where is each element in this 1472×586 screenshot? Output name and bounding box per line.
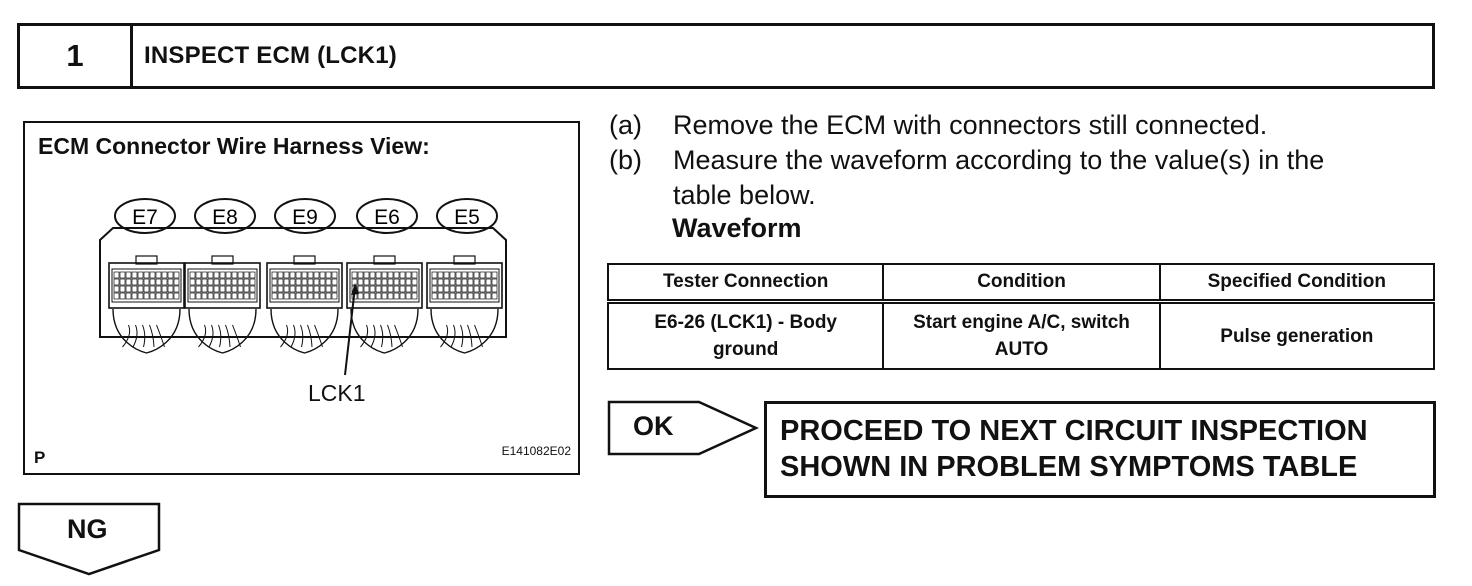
connector-e8-face — [187, 268, 258, 303]
connector-e6-block — [346, 262, 423, 309]
connector-e8-latch — [211, 255, 234, 265]
ok-label: OK — [633, 411, 674, 441]
connector-e8-pins — [189, 271, 256, 300]
connector-e5-face — [429, 268, 500, 303]
connector-e6-latch — [373, 255, 396, 265]
connector-e8-harness — [188, 308, 257, 354]
ok-result-line2: SHOWN IN PROBLEM SYMPTOMS TABLE — [780, 451, 1358, 483]
instruction-a: (a) Remove the ECM with connectors still … — [609, 108, 1267, 143]
connector-e7-oval — [114, 198, 176, 234]
connector-e9-face — [269, 268, 340, 303]
connector-e6-wires — [360, 324, 403, 348]
instruction-a-text: Remove the ECM with connectors still con… — [673, 110, 1268, 140]
connector-e6-pins — [351, 271, 418, 300]
connector-e6-label: E6 — [374, 206, 400, 229]
ecm-connector-drawing: E7 E8 E9 E6 E5 — [99, 198, 507, 376]
lck1-pointer-line — [344, 286, 356, 376]
connector-e7-latch — [135, 255, 158, 265]
lck1-label: LCK1 — [308, 380, 366, 406]
cell-condition: Start engine A/C, switch AUTO — [882, 300, 1161, 370]
connector-e9-block — [266, 262, 343, 309]
cell-tester-connection-line2: ground — [712, 339, 779, 360]
connector-e9-label: E9 — [292, 206, 318, 229]
connector-e8-oval — [194, 198, 256, 234]
connector-e7-face — [111, 268, 182, 303]
connector-e6-harness — [350, 308, 419, 354]
connector-e5-wires — [440, 324, 483, 348]
cell-tester-connection-line1: E6-26 (LCK1) - Body — [654, 312, 837, 333]
connector-e6-face — [349, 268, 420, 303]
connector-e9-wires — [280, 324, 323, 348]
connector-e7-pins — [113, 271, 180, 300]
step-title: INSPECT ECM (LCK1) — [144, 42, 397, 69]
connector-e9-latch — [293, 255, 316, 265]
connector-e8-block — [184, 262, 261, 309]
connector-e7-label: E7 — [132, 206, 158, 229]
ng-label: NG — [67, 514, 108, 544]
connector-e5-pins — [431, 271, 498, 300]
ok-result-line1: PROCEED TO NEXT CIRCUIT INSPECTION — [780, 415, 1368, 447]
instruction-b-text-line1: Measure the waveform according to the va… — [673, 145, 1325, 175]
illustration-title: ECM Connector Wire Harness View: — [38, 133, 430, 159]
step-header: 1 INSPECT ECM (LCK1) — [17, 23, 1435, 89]
lck1-pointer-arrowhead — [351, 283, 359, 295]
table-header-row: Tester Connection Condition Specified Co… — [606, 263, 1436, 304]
cell-specified-condition: Pulse generation — [1158, 300, 1436, 370]
cell-tester-connection: E6-26 (LCK1) - Body ground — [606, 300, 885, 370]
instruction-b-text-line2: table below. — [673, 180, 816, 210]
header-condition: Condition — [882, 263, 1161, 304]
step-number: 1 — [20, 26, 133, 86]
ecm-connector-illustration: E7 E8 E9 E6 E5 ECM Connector Wire Harness Vi… — [23, 121, 580, 475]
connector-e5-label: E5 — [454, 206, 480, 229]
cell-condition-line2: AUTO — [994, 339, 1049, 360]
instruction-b-letter: (b) — [609, 145, 642, 175]
header-tester-connection: Tester Connection — [606, 263, 885, 304]
connector-e5-latch — [453, 255, 476, 265]
connector-e9-harness — [270, 308, 339, 354]
connector-e6-oval — [356, 198, 418, 234]
ok-result-box: PROCEED TO NEXT CIRCUIT INSPECTION SHOWN… — [764, 401, 1436, 498]
waveform-heading: Waveform — [672, 213, 802, 243]
connector-e9-oval — [274, 198, 336, 234]
connector-e7-wires — [122, 324, 165, 348]
connector-e7-harness — [112, 308, 181, 354]
ecm-body-outline — [99, 227, 507, 338]
connector-e5-harness — [430, 308, 499, 354]
instruction-a-letter: (a) — [609, 110, 642, 140]
connector-e5-oval — [436, 198, 498, 234]
connector-e8-label: E8 — [212, 206, 238, 229]
ng-arrow — [17, 502, 161, 576]
connector-e5-block — [426, 262, 503, 309]
corner-label: P — [34, 448, 46, 467]
table-row: E6-26 (LCK1) - Body ground Start engine … — [606, 300, 1436, 370]
connector-e9-pins — [271, 271, 338, 300]
spec-table: Tester Connection Condition Specified Co… — [606, 263, 1436, 370]
instruction-b: (b) Measure the waveform according to the… — [609, 143, 1324, 213]
connector-e7-block — [108, 262, 185, 309]
header-specified-condition: Specified Condition — [1158, 263, 1436, 304]
connector-e8-wires — [198, 324, 241, 348]
ok-arrow — [607, 400, 760, 456]
figure-code: E141082E02 — [501, 444, 571, 458]
cell-condition-line1: Start engine A/C, switch — [913, 312, 1130, 333]
